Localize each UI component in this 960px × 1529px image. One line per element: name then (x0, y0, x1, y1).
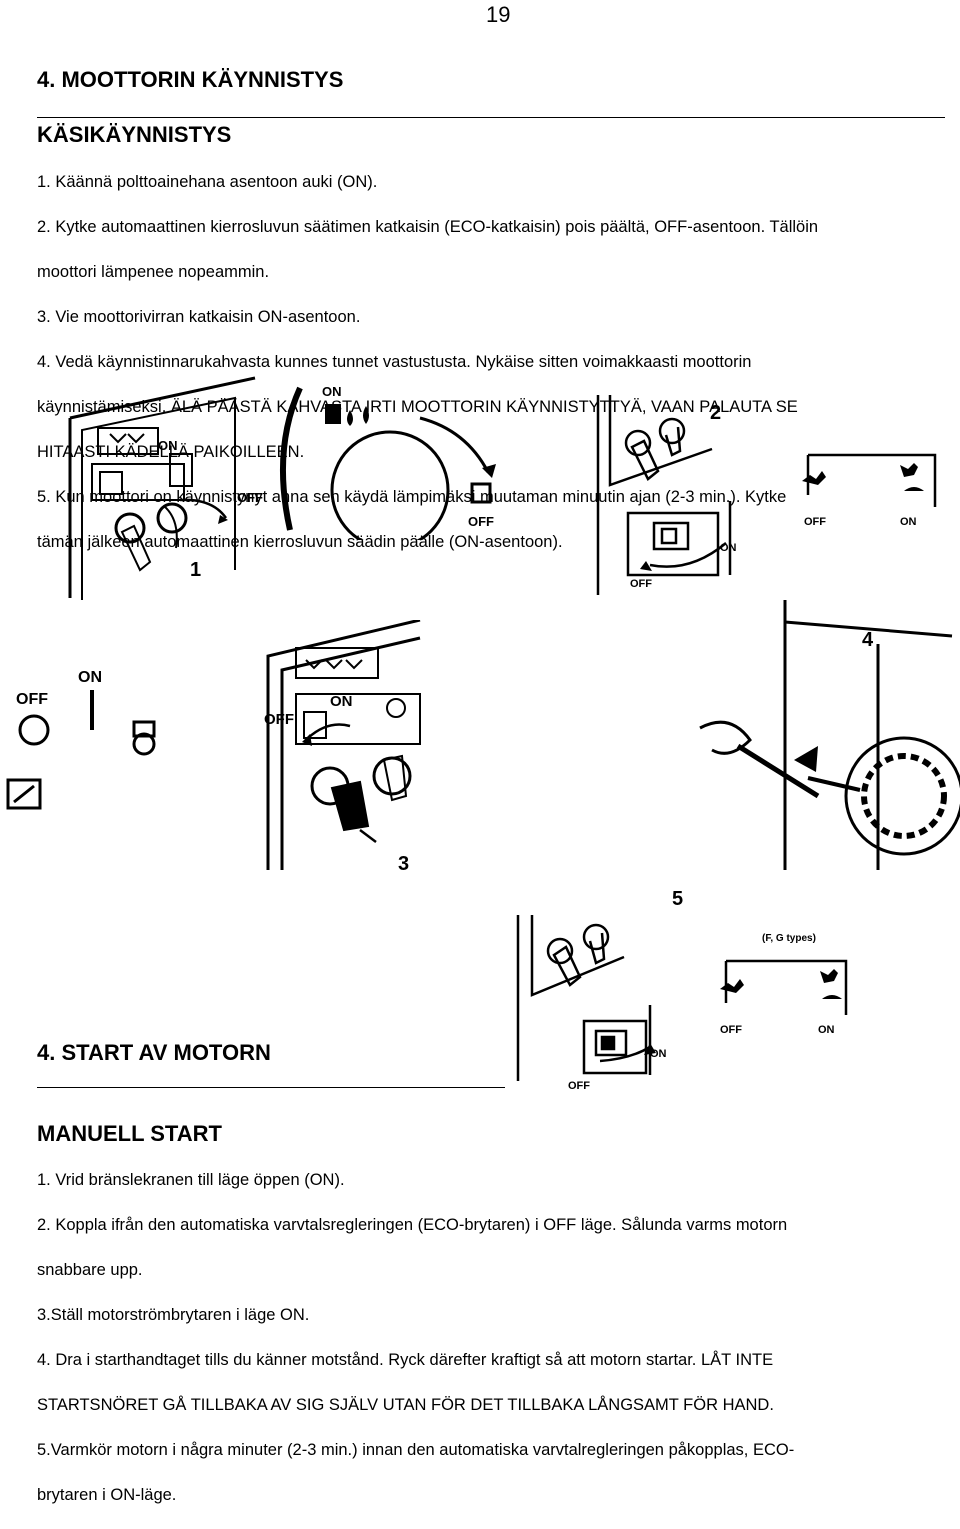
page-number: 19 (486, 2, 511, 27)
fig3-on-label: ON (78, 669, 102, 686)
engine-load-icon (904, 487, 924, 491)
fig2-on-label: ON (900, 516, 917, 528)
fig1-off-label: OFF (237, 490, 263, 505)
sv-title: 4. START AV MOTORN (37, 1040, 271, 1065)
fig2-number: 2 (710, 402, 721, 424)
engine-icon (132, 720, 156, 756)
sv-line: 4. Dra i starthandtaget tills du känner … (37, 1350, 774, 1369)
fi-line: 3. Vie moottorivirran katkaisin ON-asent… (37, 307, 361, 326)
figure-fuel-tap: ON OFF (279, 384, 496, 540)
fi-line: 2. Kytke automaattinen kierrosluvun säät… (37, 217, 819, 236)
fig5-on-label: ON (818, 1024, 835, 1036)
fig5-types-label: (F, G types) (762, 933, 816, 944)
fig2-off-switch-label: OFF (630, 578, 652, 590)
fi-line: 4. Vedä käynnistinnarukahvasta kunnes tu… (37, 352, 752, 371)
sv-subtitle: MANUELL START (37, 1121, 222, 1146)
engine-load-icon (822, 995, 842, 999)
fi-line: 1. Käännä polttoainehana asentoon auki (… (37, 172, 378, 191)
figure-3-main-switch: ON OFF OFF ON 3 (6, 620, 421, 875)
sv-divider (37, 1087, 505, 1088)
fi-divider (37, 117, 945, 118)
sv-instructions: 1. Vrid bränslekranen till läge öppen (O… (37, 1146, 947, 1529)
figure-4-recoil-starter: 4 (699, 600, 960, 870)
fig5-on-switch-label: ON (650, 1048, 667, 1060)
fig5-off-switch-label: OFF (568, 1080, 590, 1092)
pull-arrow-icon (794, 746, 818, 772)
fig1-on-label: ON (158, 438, 178, 453)
fig2-on-switch-label: ON (720, 542, 737, 554)
rabbit-icon (820, 969, 838, 983)
fi-line: moottori lämpenee nopeammin. (37, 262, 270, 281)
ignition-icon (6, 778, 42, 810)
off-circle-icon (18, 714, 50, 746)
fuel-pump-icon (325, 404, 341, 424)
fig4-number: 4 (862, 629, 874, 651)
sv-line: brytaren i ON-läge. (37, 1485, 177, 1504)
fi-title: 4. MOOTTORIN KÄYNNISTYS (37, 67, 344, 92)
fi-line: tämän jälkeen automaattinen kierrosluvun… (37, 532, 563, 551)
fig3-number: 3 (398, 853, 409, 875)
turtle-icon (802, 471, 826, 485)
sv-line: 3.Ställ motorströmbrytaren i läge ON. (37, 1305, 310, 1324)
fig3-off-label: OFF (16, 691, 48, 708)
fig5-number: 5 (672, 888, 683, 910)
fig3-on-switch-label: ON (330, 693, 353, 710)
fig2-off-label: OFF (804, 516, 826, 528)
fuel-on-label: ON (322, 384, 342, 399)
figure-5-eco-switch-on: 5 (F, G types) OFF ON ON OFF (516, 888, 848, 1092)
fig1-number: 1 (190, 559, 201, 581)
sv-line: STARTSNÖRET GÅ TILLBAKA AV SIG SJÄLV UTA… (37, 1395, 774, 1414)
figure-1-control-panel: ON OFF 1 (68, 376, 263, 600)
fig3-off-switch-label: OFF (264, 711, 294, 728)
sv-line: 1. Vrid bränslekranen till läge öppen (O… (37, 1170, 345, 1189)
fuel-off-label: OFF (468, 514, 494, 529)
fuel-off-pump-icon (470, 482, 492, 504)
sv-line: 2. Koppla ifrån den automatiska varvtals… (37, 1215, 788, 1234)
sv-line: snabbare upp. (37, 1260, 143, 1279)
sv-line: 5.Varmkör motorn i några minuter (2-3 mi… (37, 1440, 795, 1459)
fig5-off-label: OFF (720, 1024, 742, 1036)
figure-2-eco-switch: 2 OFF ON ON OFF (596, 395, 937, 595)
turtle-icon (720, 979, 744, 993)
rabbit-icon (900, 463, 918, 477)
fuel-drop-icon (347, 406, 369, 426)
fi-subtitle: KÄSIKÄYNNISTYS (37, 122, 232, 147)
